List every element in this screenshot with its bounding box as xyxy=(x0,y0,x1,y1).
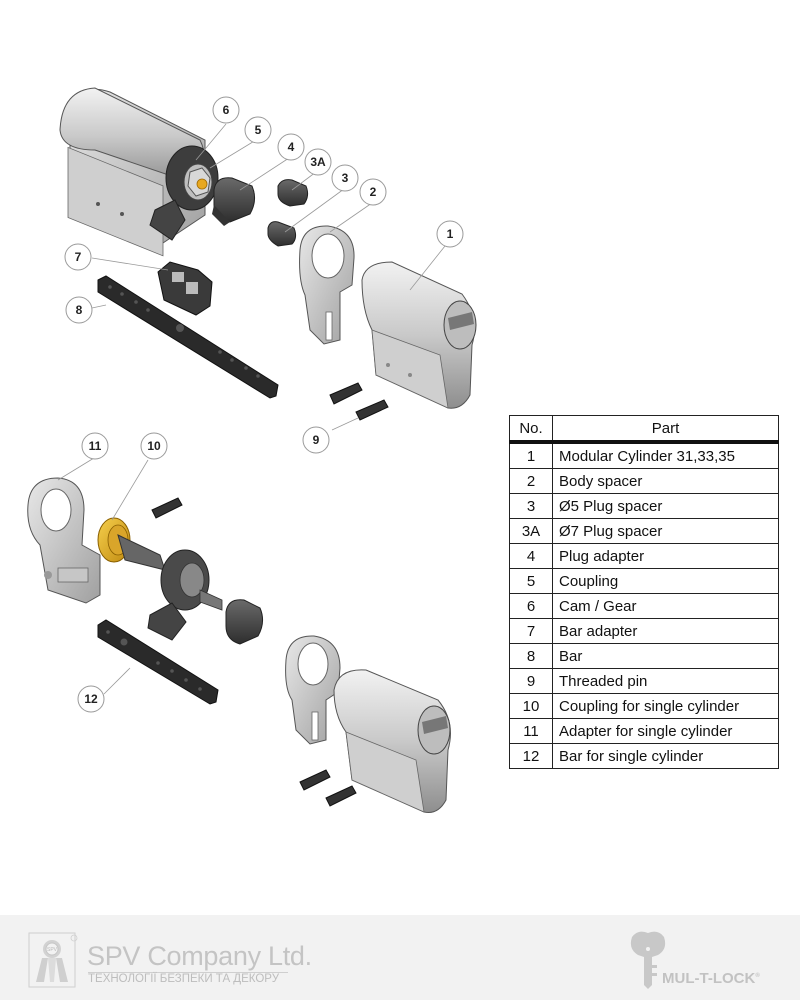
svg-text:11: 11 xyxy=(89,439,102,453)
svg-text:6: 6 xyxy=(223,103,230,117)
svg-text:3A: 3A xyxy=(310,155,326,169)
part-name: Bar for single cylinder xyxy=(552,743,779,769)
callout-3: 3 xyxy=(331,164,359,192)
part-number: 7 xyxy=(509,618,553,644)
part-name: Coupling for single cylinder xyxy=(552,693,779,719)
svg-text:10: 10 xyxy=(147,439,161,453)
svg-text:1: 1 xyxy=(447,227,454,241)
threaded-pin-single xyxy=(151,497,183,519)
part-name: Bar xyxy=(552,643,779,669)
brand-name: MUL-T-LOCK® xyxy=(662,970,760,987)
part-number: 10 xyxy=(509,693,553,719)
part-9-threaded-pins xyxy=(329,382,389,421)
part-name: Threaded pin xyxy=(552,668,779,694)
svg-text:3: 3 xyxy=(342,171,349,185)
part-name: Cam / Gear xyxy=(552,593,779,619)
exploded-diagram: 6 5 4 3A 3 2 1 7 8 9 11 10 12 xyxy=(27,87,477,813)
part-11-single-adapter xyxy=(27,477,101,604)
footer: SPV SPV Company Ltd. ТЕХНОЛОГІЇ БЕЗПЕКИ … xyxy=(0,915,800,1000)
company-tagline: ТЕХНОЛОГІЇ БЕЗПЕКИ ТА ДЕКОРУ xyxy=(88,972,288,985)
part-10-single-coupling xyxy=(97,517,166,571)
single-body-spacer xyxy=(285,635,341,745)
part-number: 9 xyxy=(509,668,553,694)
callout-3a: 3A xyxy=(304,148,332,176)
single-plug-adapter xyxy=(225,599,264,645)
company-name: SPV Company Ltd. xyxy=(87,941,312,971)
callout-5: 5 xyxy=(244,116,272,144)
callout-7: 7 xyxy=(64,243,92,271)
svg-text:2: 2 xyxy=(370,185,377,199)
part-1-modular-cylinder xyxy=(361,261,477,409)
part-name: Adapter for single cylinder xyxy=(552,718,779,744)
leader-lines xyxy=(57,123,446,695)
spv-logo-icon: SPV xyxy=(28,932,78,988)
svg-text:7: 7 xyxy=(75,250,82,264)
part-number: 11 xyxy=(509,718,553,744)
part-number: 3A xyxy=(509,518,553,544)
double-cylinder-body xyxy=(59,87,206,257)
svg-text:SPV: SPV xyxy=(47,947,58,953)
part-7-bar-adapter xyxy=(157,261,213,316)
callout-11: 11 xyxy=(81,432,109,460)
svg-text:12: 12 xyxy=(84,692,98,706)
single-modular-cylinder xyxy=(333,669,451,813)
mul-t-lock-key-icon xyxy=(630,931,666,989)
callout-8: 8 xyxy=(65,296,93,324)
part-3a-plug-spacer xyxy=(277,179,309,207)
callout-4: 4 xyxy=(277,133,305,161)
part-4-plug-adapter xyxy=(212,177,256,226)
part-number: 5 xyxy=(509,568,553,594)
callout-2: 2 xyxy=(359,178,387,206)
part-number: 12 xyxy=(509,743,553,769)
part-number: 4 xyxy=(509,543,553,569)
part-name: Plug adapter xyxy=(552,543,779,569)
part-number: 8 xyxy=(509,643,553,669)
svg-text:8: 8 xyxy=(76,303,83,317)
part-number: 1 xyxy=(509,441,553,469)
svg-text:5: 5 xyxy=(255,123,262,137)
part-8-bar xyxy=(97,275,279,399)
callout-12: 12 xyxy=(77,685,105,713)
callout-6: 6 xyxy=(212,96,240,124)
svg-text:9: 9 xyxy=(313,433,320,447)
callout-1: 1 xyxy=(436,220,464,248)
callout-10: 10 xyxy=(140,432,168,460)
part-number: 6 xyxy=(509,593,553,619)
column-header-no: No. xyxy=(509,415,553,444)
column-header-part: Part xyxy=(552,415,779,444)
part-3-plug-spacer xyxy=(267,221,297,247)
single-cam xyxy=(147,549,223,641)
part-number: 3 xyxy=(509,493,553,519)
part-name: Bar adapter xyxy=(552,618,779,644)
svg-text:4: 4 xyxy=(288,140,295,154)
part-12-single-bar xyxy=(97,619,219,705)
part-2-body-spacer xyxy=(299,225,355,345)
part-5-coupling xyxy=(183,163,213,201)
part-name: Body spacer xyxy=(552,468,779,494)
part-name: Ø5 Plug spacer xyxy=(552,493,779,519)
part-name: Ø7 Plug spacer xyxy=(552,518,779,544)
single-threaded-pins xyxy=(299,769,357,807)
callout-9: 9 xyxy=(302,426,330,454)
part-name: Coupling xyxy=(552,568,779,594)
parts-table-header: No. Part xyxy=(509,415,779,444)
part-name: Modular Cylinder 31,33,35 xyxy=(552,441,779,469)
part-number: 2 xyxy=(509,468,553,494)
